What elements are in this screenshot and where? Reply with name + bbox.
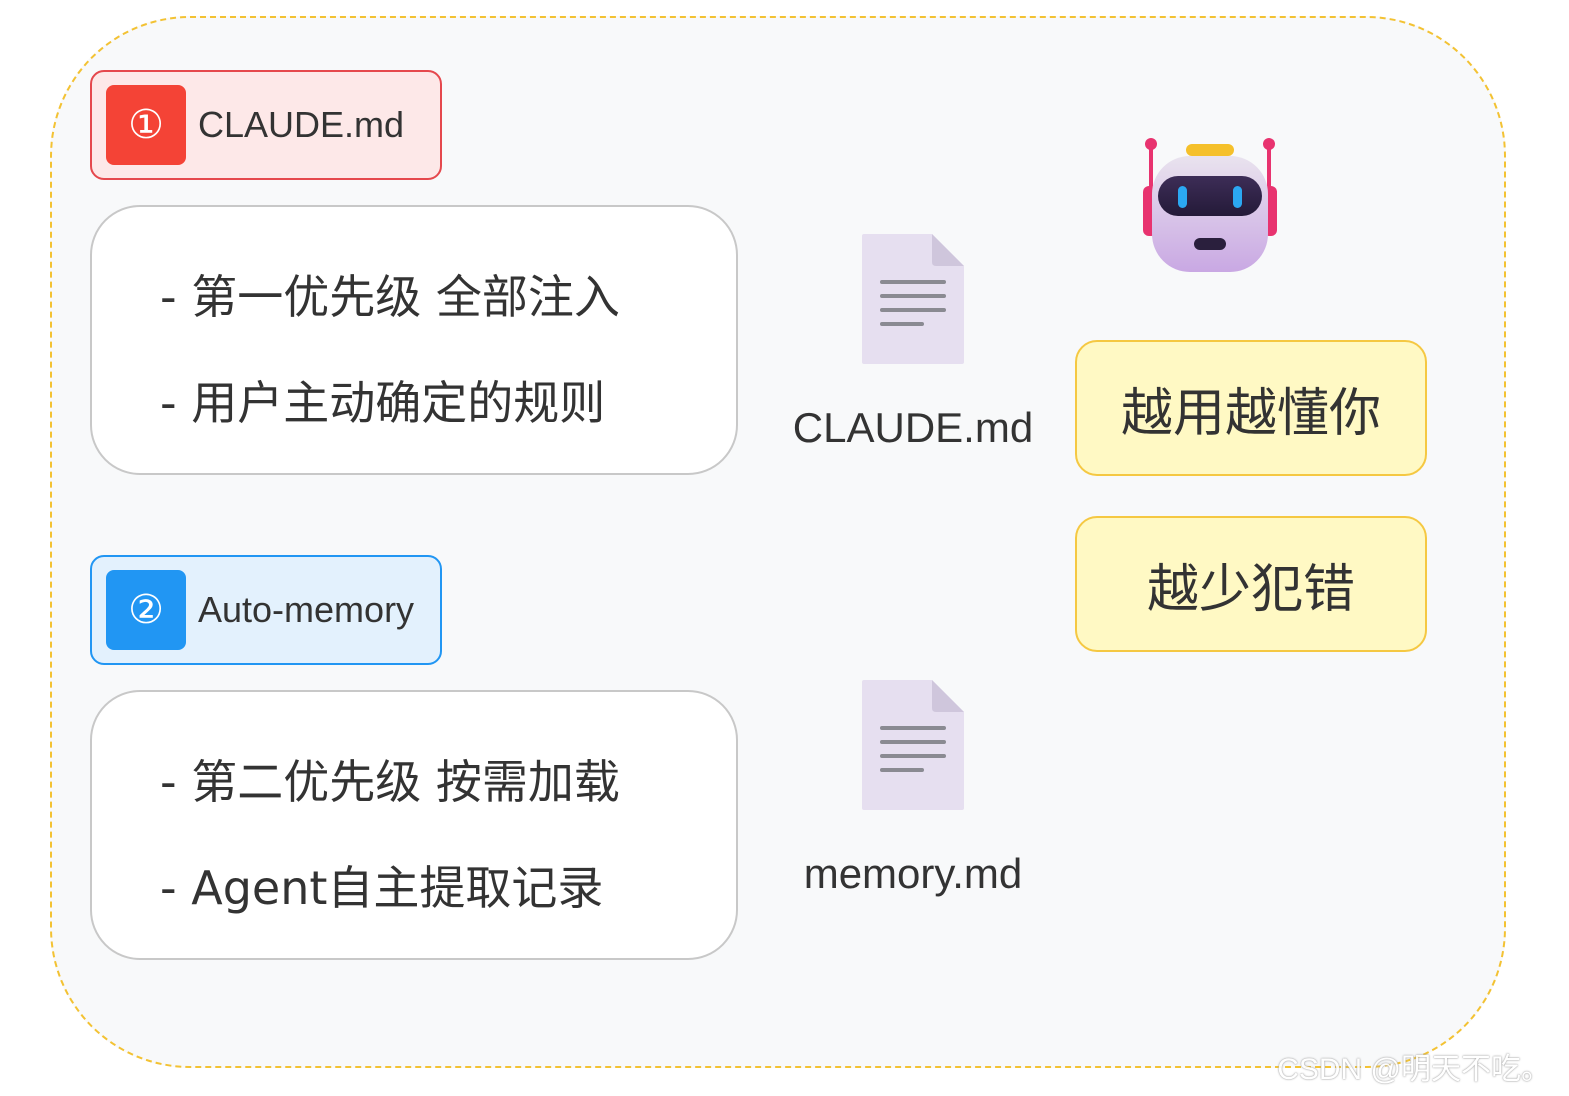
layer-1-name: CLAUDE.md (198, 104, 405, 145)
layer-1-tag: ① CLAUDE.md (90, 70, 442, 180)
watermark: CSDN @明天不吃。 (1277, 1053, 1551, 1086)
layer-1-line-2: - 用户主动确定的规则 (160, 376, 606, 430)
layer-2-name: Auto-memory (198, 589, 415, 630)
robot-icon (1143, 138, 1277, 272)
layer-2-line-1: - 第二优先级 按需加载 (160, 755, 620, 809)
outcome-pill: 越用越懂你 (1075, 340, 1427, 476)
layer-2-line-2: - Agent自主提取记录 (160, 861, 604, 915)
outcome-pill: 越少犯错 (1075, 516, 1427, 652)
layer-1-file-caption: CLAUDE.md (792, 404, 1034, 451)
layer-1-card: - 第一优先级 全部注入 - 用户主动确定的规则 (90, 205, 738, 475)
layer-2-card: - 第二优先级 按需加载 - Agent自主提取记录 (90, 690, 738, 960)
document-icon (862, 234, 964, 364)
layer-2-tag: ② Auto-memory (90, 555, 442, 665)
document-icon (862, 680, 964, 810)
layer-2-file-caption: memory.md (803, 850, 1023, 897)
layer-1-line-1: - 第一优先级 全部注入 (160, 270, 620, 324)
layer-2-number-badge: ② (106, 570, 186, 650)
layer-1-number-badge: ① (106, 85, 186, 165)
